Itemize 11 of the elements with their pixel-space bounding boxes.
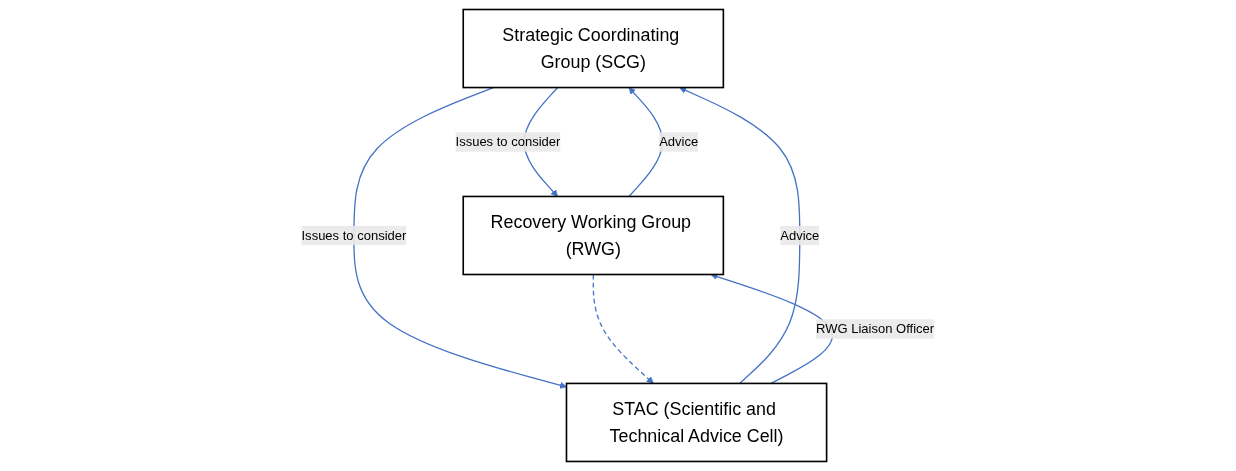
arrow — [679, 86, 801, 385]
edge-label: RWG Liaison Officer — [816, 321, 935, 336]
edge-label: Issues to consider — [455, 134, 561, 149]
edge-label: Advice — [780, 228, 820, 242]
arrow — [592, 273, 654, 384]
node-box: Recovery Working Group (RWG) — [462, 195, 725, 276]
node-box: Strategic Coordinating Group (SCG) — [462, 8, 725, 89]
arrow — [710, 273, 834, 385]
node-box: STAC (Scientific and Technical Advice Cell) — [565, 382, 828, 463]
edge-label: Advice — [659, 134, 699, 149]
edge-label: Issues to consider — [301, 228, 407, 242]
